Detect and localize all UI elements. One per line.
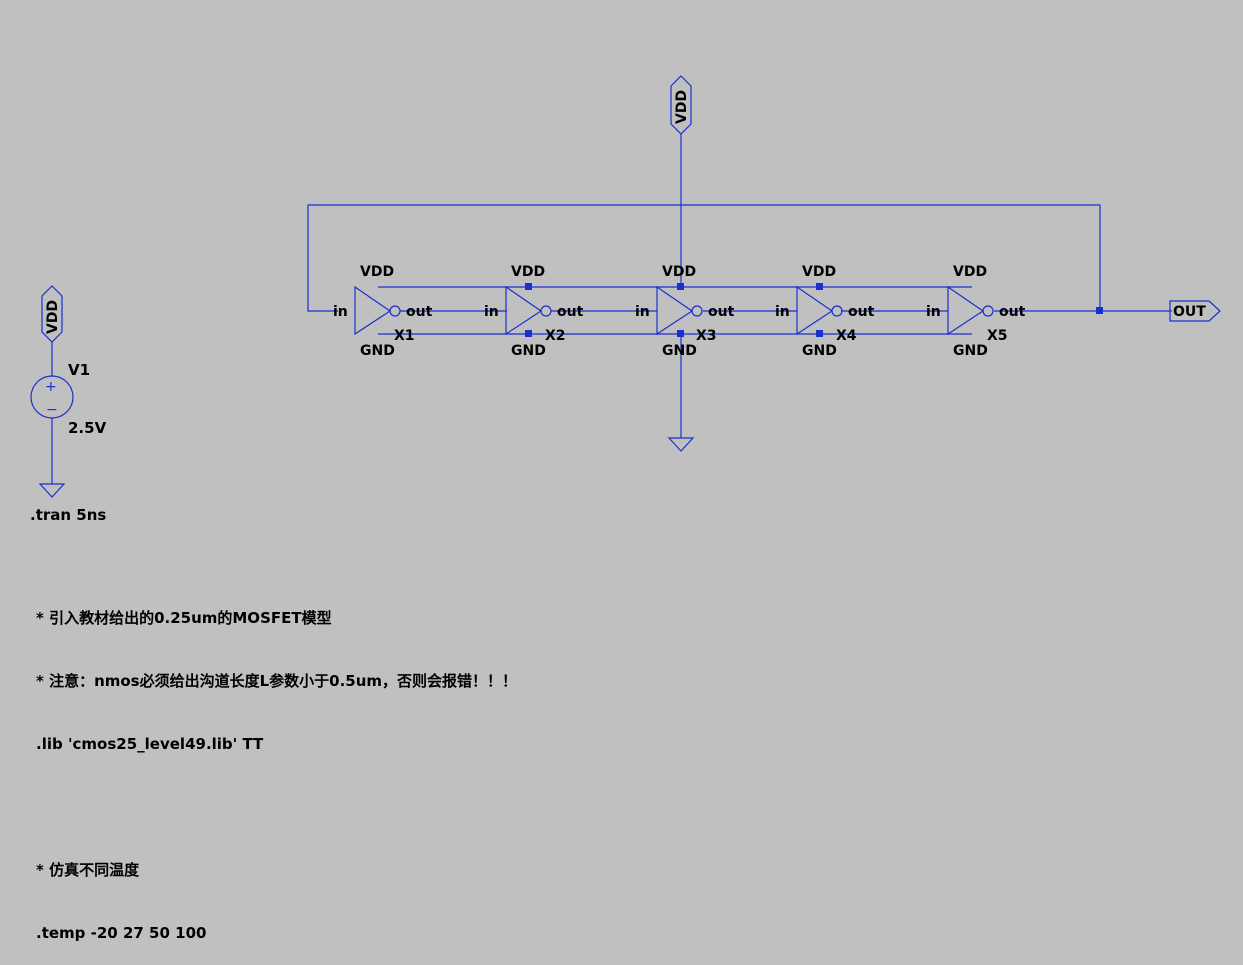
- junction-dot: [677, 283, 684, 290]
- minus-sign: −: [46, 402, 58, 418]
- plus-sign: +: [45, 379, 57, 395]
- comment-line: * 仿真不同温度: [36, 861, 140, 879]
- inverter-ref-label: X1: [394, 328, 415, 344]
- junction-dot: [816, 283, 823, 290]
- v1-name: V1: [68, 361, 90, 379]
- pin-in-label: in: [635, 304, 650, 320]
- tran-directive: .tran 5ns: [30, 506, 106, 524]
- junction-dot: [677, 330, 684, 337]
- inverter-triangle: [947, 285, 985, 336]
- comment-line: [36, 797, 517, 818]
- pin-gnd-label: GND: [802, 343, 837, 359]
- pin-out-label: out: [406, 304, 433, 320]
- inverter-bubble: [982, 305, 994, 317]
- pin-in-label: in: [484, 304, 499, 320]
- comment-line: * 引入教材给出的0.25um的MOSFET模型: [36, 609, 332, 627]
- pin-vdd-label: VDD: [511, 264, 545, 280]
- inverter-bubble: [831, 305, 843, 317]
- inverter-ref-label: X5: [987, 328, 1008, 344]
- spice-comments: * 引入教材给出的0.25um的MOSFET模型 * 注意：nmos必须给出沟道…: [36, 566, 517, 965]
- comment-line: * 注意：nmos必须给出沟道长度L参数小于0.5um，否则会报错！！！: [36, 672, 518, 690]
- vdd-flag-left-label: VDD: [45, 300, 61, 334]
- voltage-source-v1[interactable]: + −: [30, 375, 74, 419]
- schematic-canvas[interactable]: VDD + − V1 2.5V .tran 5ns VDD OUT: [0, 0, 1243, 724]
- ground-symbol-left: [38, 483, 66, 498]
- inverter-ref-label: X2: [545, 328, 566, 344]
- pin-vdd-label: VDD: [953, 264, 987, 280]
- vdd-flag-top-label: VDD: [674, 90, 690, 124]
- inverter-triangle: [656, 285, 694, 336]
- junction-dot: [525, 283, 532, 290]
- vdd-flag-top[interactable]: VDD: [670, 75, 692, 135]
- out-flag-label: OUT: [1173, 304, 1206, 320]
- pin-gnd-label: GND: [360, 343, 395, 359]
- pin-in-label: in: [775, 304, 790, 320]
- pin-vdd-label: VDD: [662, 264, 696, 280]
- ground-symbol-right: [667, 437, 695, 452]
- inverter-bubble: [691, 305, 703, 317]
- junction-dot: [525, 330, 532, 337]
- pin-in-label: in: [333, 304, 348, 320]
- comment-line: .lib 'cmos25_level49.lib' TT: [36, 735, 264, 753]
- out-flag[interactable]: OUT: [1169, 300, 1221, 322]
- inverter-bubble: [389, 305, 401, 317]
- pin-out-label: out: [708, 304, 735, 320]
- pin-gnd-label: GND: [953, 343, 988, 359]
- inverter-ref-label: X4: [836, 328, 857, 344]
- v1-value: 2.5V: [68, 419, 107, 437]
- pin-out-label: out: [557, 304, 584, 320]
- pin-out-label: out: [999, 304, 1026, 320]
- inverter-triangle: [796, 285, 834, 336]
- inverter-bubble: [540, 305, 552, 317]
- junction-dot: [816, 330, 823, 337]
- pin-gnd-label: GND: [511, 343, 546, 359]
- pin-vdd-label: VDD: [802, 264, 836, 280]
- pin-in-label: in: [926, 304, 941, 320]
- inverter-triangle: [505, 285, 543, 336]
- inverter-triangle: [354, 285, 392, 336]
- pin-vdd-label: VDD: [360, 264, 394, 280]
- feedback-wire: [307, 204, 1101, 312]
- pin-gnd-label: GND: [662, 343, 697, 359]
- comment-line: .temp -20 27 50 100: [36, 924, 207, 942]
- junction-dot: [1096, 307, 1103, 314]
- inverter-ref-label: X3: [696, 328, 717, 344]
- pin-out-label: out: [848, 304, 875, 320]
- vdd-flag-left[interactable]: VDD: [41, 285, 63, 343]
